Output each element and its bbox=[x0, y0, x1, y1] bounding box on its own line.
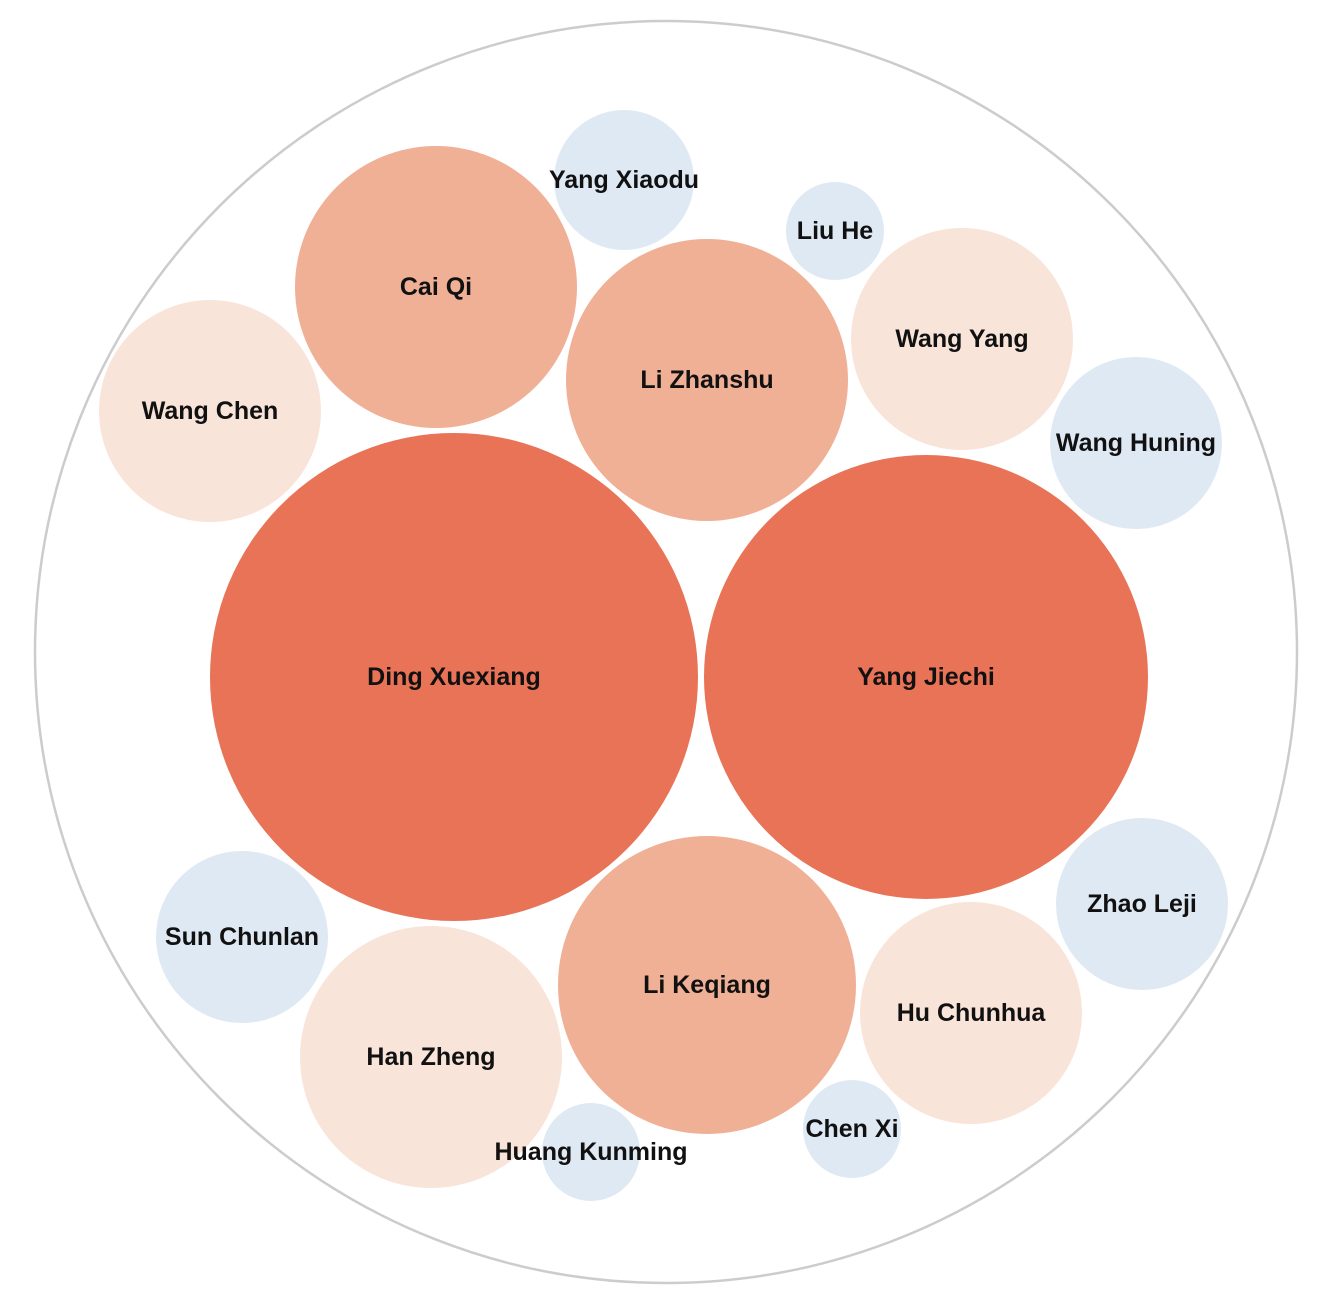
bubble-label-zhao-leji: Zhao Leji bbox=[1087, 890, 1197, 918]
bubble-huang-kunming: Huang Kunming bbox=[494, 1103, 688, 1201]
bubble-circle-chen-xi bbox=[803, 1080, 901, 1178]
bubble-yang-xiaodu: Yang Xiaodu bbox=[549, 110, 699, 250]
bubble-circle-yang-xiaodu bbox=[554, 110, 694, 250]
bubble-circle-huang-kunming bbox=[542, 1103, 640, 1201]
bubble-label-li-keqiang: Li Keqiang bbox=[643, 971, 771, 999]
bubble-circle-ding-xuexiang bbox=[210, 433, 698, 921]
bubble-wang-chen: Wang Chen bbox=[99, 300, 321, 522]
bubble-circle-sun-chunlan bbox=[156, 851, 328, 1023]
bubble-label-huang-kunming: Huang Kunming bbox=[494, 1138, 687, 1166]
bubble-circle-liu-he bbox=[786, 182, 884, 280]
bubble-liu-he: Liu He bbox=[786, 182, 884, 280]
bubble-zhao-leji: Zhao Leji bbox=[1056, 818, 1228, 990]
bubble-circle-wang-yang bbox=[851, 228, 1073, 450]
bubble-circle-wang-huning bbox=[1050, 357, 1222, 529]
bubble-label-hu-chunhua: Hu Chunhua bbox=[897, 999, 1047, 1027]
bubble-label-han-zheng: Han Zheng bbox=[366, 1043, 495, 1071]
bubble-wang-yang: Wang Yang bbox=[851, 228, 1073, 450]
bubble-hu-chunhua: Hu Chunhua bbox=[860, 902, 1082, 1124]
bubble-ding-xuexiang: Ding Xuexiang bbox=[210, 433, 698, 921]
bubble-li-zhanshu: Li Zhanshu bbox=[566, 239, 848, 521]
bubble-label-sun-chunlan: Sun Chunlan bbox=[165, 923, 319, 951]
bubble-circle-cai-qi bbox=[295, 146, 577, 428]
bubble-label-wang-chen: Wang Chen bbox=[142, 397, 279, 425]
bubble-circle-li-zhanshu bbox=[566, 239, 848, 521]
bubble-li-keqiang: Li Keqiang bbox=[558, 836, 856, 1134]
bubble-circle-hu-chunhua bbox=[860, 902, 1082, 1124]
bubble-label-chen-xi: Chen Xi bbox=[805, 1115, 898, 1143]
bubble-label-liu-he: Liu He bbox=[797, 217, 873, 245]
bubbles-layer: Ding Xuexiang Yang Jiechi Cai Qi Li Zhanshu… bbox=[99, 110, 1228, 1201]
bubble-label-yang-jiechi: Yang Jiechi bbox=[857, 663, 995, 691]
bubble-label-cai-qi: Cai Qi bbox=[400, 273, 472, 301]
bubble-chen-xi: Chen Xi bbox=[803, 1080, 901, 1178]
bubble-label-wang-yang: Wang Yang bbox=[895, 325, 1028, 353]
bubble-label-li-zhanshu: Li Zhanshu bbox=[640, 366, 773, 394]
outer-boundary-circle bbox=[33, 19, 1299, 1285]
bubble-wang-huning: Wang Huning bbox=[1050, 357, 1222, 529]
bubble-sun-chunlan: Sun Chunlan bbox=[156, 851, 328, 1023]
bubble-label-yang-xiaodu: Yang Xiaodu bbox=[549, 166, 699, 194]
bubble-label-wang-huning: Wang Huning bbox=[1056, 429, 1216, 457]
bubble-circle-li-keqiang bbox=[558, 836, 856, 1134]
bubble-circle-han-zheng bbox=[300, 926, 562, 1188]
bubble-cai-qi: Cai Qi bbox=[295, 146, 577, 428]
bubble-circle-zhao-leji bbox=[1056, 818, 1228, 990]
bubble-han-zheng: Han Zheng bbox=[300, 926, 562, 1188]
bubble-circle-yang-jiechi bbox=[704, 455, 1148, 899]
bubble-circle-wang-chen bbox=[99, 300, 321, 522]
bubble-label-ding-xuexiang: Ding Xuexiang bbox=[367, 663, 541, 691]
bubble-yang-jiechi: Yang Jiechi bbox=[704, 455, 1148, 899]
